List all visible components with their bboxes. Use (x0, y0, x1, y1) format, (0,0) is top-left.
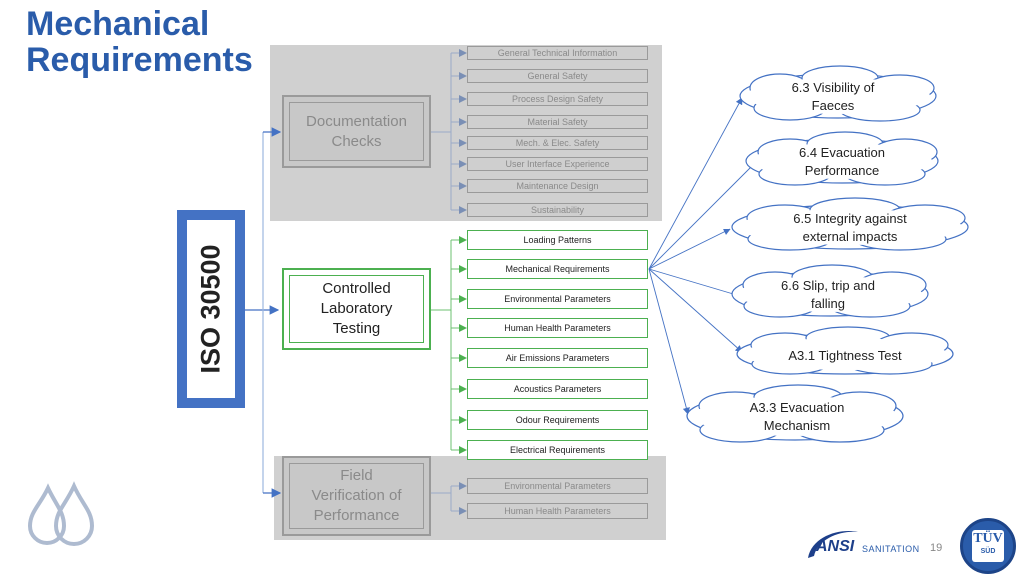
lab-item-loading-patterns: Loading Patterns (467, 230, 648, 250)
doc-item-material-safety: Material Safety (467, 115, 648, 129)
lab-item-mechanical-requirements: Mechanical Requirements (467, 259, 648, 279)
field-item-human-health-parameters: Human Health Parameters (467, 503, 648, 519)
cloud-visibility-of-faeces: 6.3 Visibility of Faeces (791, 80, 875, 113)
lab-item-environmental-parameters: Environmental Parameters (467, 289, 648, 309)
doc-item-general-technical-information: General Technical Information (467, 46, 648, 60)
doc-item-general-safety: General Safety (467, 69, 648, 83)
doc-item-user-interface-experience: User Interface Experience (467, 157, 648, 171)
tuv-logo-text: TÜV (973, 531, 1003, 546)
cloud-tightness-test: A3.1 Tightness Test (788, 348, 902, 363)
lab-item-air-emissions-parameters: Air Emissions Parameters (467, 348, 648, 368)
field-item-environmental-parameters: Environmental Parameters (467, 478, 648, 494)
documentation-checks-label: Documentation Checks (306, 112, 407, 150)
sud-logo-text: SÜD (980, 548, 996, 555)
laboratory-testing-label: Controlled Laboratory Testing (320, 280, 393, 337)
cloud-slip-trip-falling: 6.6 Slip, trip and falling (781, 278, 875, 311)
sanitation-label: SANITATION (862, 544, 920, 554)
page-number: 19 (930, 542, 943, 554)
cloud-evacuation-performance: 6.4 Evacuation Performance (798, 145, 885, 178)
ansi-logo-text: ANSI (816, 538, 855, 555)
laboratory-testing-box: Controlled Laboratory Testing (282, 268, 431, 350)
doc-item-maintenance-design: Maintenance Design (467, 179, 648, 193)
lab-item-electrical-requirements: Electrical Requirements (467, 440, 648, 460)
water-drops-icon (27, 481, 95, 546)
iso-standard-label: ISO 30500 (195, 244, 226, 374)
field-verification-box: Field Verification of Performance (282, 456, 431, 536)
doc-item-sustainability: Sustainability (467, 203, 648, 217)
cloud-evacuation-mechanism: A3.3 Evacuation Mechanism (749, 400, 845, 433)
page-title: Mechanical Requirements (26, 5, 253, 79)
tuv-logo-icon: TÜV SÜD (960, 518, 1016, 574)
cloud-integrity-external-impacts: 6.5 Integrity against external impacts (793, 211, 907, 244)
lab-item-human-health-parameters: Human Health Parameters (467, 318, 648, 338)
iso-standard-box: ISO 30500 (177, 210, 245, 408)
lab-item-acoustics-parameters: Acoustics Parameters (467, 379, 648, 399)
field-verification-label: Field Verification of Performance (311, 467, 402, 524)
doc-item-process-design-safety: Process Design Safety (467, 92, 648, 106)
documentation-checks-box: Documentation Checks (282, 95, 431, 168)
doc-item-mech-elec-safety: Mech. & Elec. Safety (467, 136, 648, 150)
ansi-logo-icon (808, 531, 858, 558)
lab-item-odour-requirements: Odour Requirements (467, 410, 648, 430)
